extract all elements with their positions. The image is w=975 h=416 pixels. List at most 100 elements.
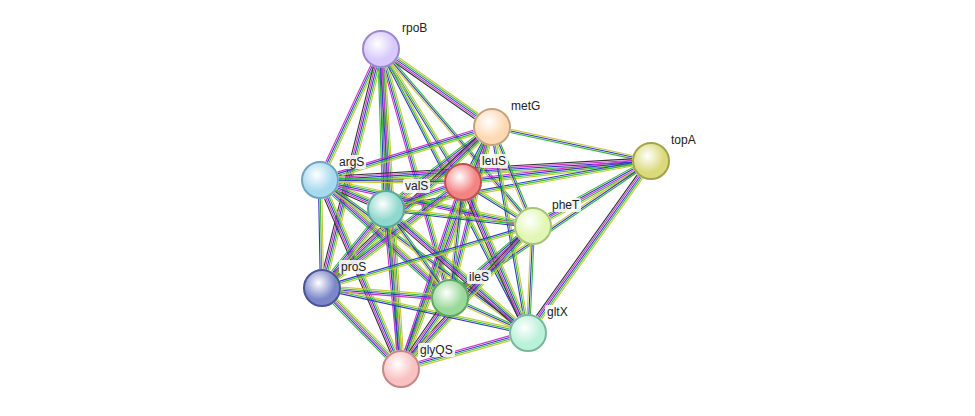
protein-node: argS — [301, 161, 339, 199]
evidence-line — [540, 177, 641, 318]
protein-circle — [632, 142, 670, 180]
protein-node: glyQS — [382, 350, 420, 388]
protein-label: proS — [339, 260, 368, 274]
evidence-line — [539, 176, 640, 317]
evidence-line — [478, 193, 516, 217]
protein-node: proS — [303, 269, 341, 307]
evidence-line — [335, 302, 387, 356]
protein-circle — [509, 314, 547, 352]
evidence-line — [338, 299, 390, 353]
interaction-edge — [548, 167, 636, 219]
interaction-edge — [467, 304, 512, 326]
evidence-line — [341, 233, 516, 284]
protein-label: metG — [509, 99, 542, 113]
interaction-edge — [333, 299, 390, 357]
evidence-line — [467, 306, 510, 325]
evidence-line — [405, 211, 514, 224]
evidence-line — [465, 170, 635, 286]
protein-node: metG — [473, 108, 511, 146]
protein-label: gltX — [545, 305, 570, 319]
evidence-line — [480, 191, 518, 215]
evidence-line — [511, 131, 633, 157]
evidence-line — [542, 178, 643, 319]
interaction-edge — [478, 191, 518, 217]
protein-label: valS — [403, 179, 430, 193]
interaction-edge — [465, 170, 636, 288]
evidence-line — [390, 228, 401, 350]
interaction-edge — [419, 336, 511, 366]
protein-label: glyQS — [418, 343, 455, 357]
evidence-line — [333, 304, 385, 358]
evidence-line — [336, 226, 376, 275]
protein-circle — [303, 269, 341, 307]
evidence-line — [387, 228, 398, 350]
evidence-line — [527, 245, 530, 314]
protein-label: pheT — [550, 198, 581, 212]
interaction-edge — [331, 222, 376, 276]
protein-circle — [301, 161, 339, 199]
evidence-line — [405, 210, 514, 223]
protein-label: rpoB — [400, 21, 429, 35]
evidence-line — [334, 303, 386, 357]
protein-label: ileS — [467, 270, 491, 284]
protein-circle — [473, 108, 511, 146]
protein-node: valS — [367, 190, 405, 228]
evidence-line — [319, 199, 320, 269]
protein-node: rpoB — [362, 30, 400, 68]
protein-label: argS — [337, 155, 366, 169]
evidence-line — [320, 199, 321, 269]
interaction-edge — [510, 129, 633, 158]
evidence-line — [341, 292, 510, 329]
evidence-line — [336, 300, 388, 354]
evidence-line — [550, 170, 635, 217]
protein-node: pheT — [514, 207, 552, 245]
evidence-line — [479, 192, 517, 216]
evidence-line — [466, 172, 636, 288]
evidence-line — [397, 60, 477, 116]
protein-node: leuS — [444, 163, 482, 201]
interaction-edge — [340, 230, 515, 284]
evidence-line — [327, 66, 372, 163]
evidence-line — [334, 224, 374, 273]
protein-node: topA — [632, 142, 670, 180]
evidence-line — [467, 173, 637, 289]
evidence-line — [388, 67, 518, 317]
evidence-line — [389, 228, 400, 350]
interaction-edge — [468, 198, 524, 317]
evidence-line — [463, 237, 517, 284]
evidence-line — [468, 304, 511, 323]
evidence-line — [326, 65, 371, 162]
protein-label: leuS — [480, 154, 508, 168]
protein-node: ileS — [431, 279, 469, 317]
interaction-edge — [536, 175, 642, 320]
evidence-line — [413, 239, 519, 354]
evidence-line — [511, 129, 633, 155]
protein-circle — [431, 279, 469, 317]
protein-node: gltX — [509, 314, 547, 352]
evidence-line — [510, 133, 632, 159]
evidence-line — [536, 175, 637, 316]
interaction-edge — [527, 245, 533, 314]
evidence-line — [462, 236, 516, 283]
evidence-line — [405, 213, 514, 226]
interaction-edge — [385, 228, 401, 351]
protein-circle — [367, 190, 405, 228]
protein-circle — [382, 350, 420, 388]
evidence-line — [390, 66, 520, 316]
interaction-edge — [340, 290, 510, 330]
interaction-edge — [405, 210, 515, 226]
interaction-edge — [319, 199, 323, 269]
evidence-line — [538, 176, 639, 317]
interaction-edge — [388, 65, 520, 317]
evidence-line — [471, 199, 521, 315]
evidence-line — [322, 199, 323, 269]
evidence-line — [340, 294, 509, 331]
protein-circle — [444, 163, 482, 201]
evidence-line — [335, 225, 375, 274]
evidence-line — [385, 228, 396, 350]
evidence-line — [419, 336, 509, 362]
protein-circle — [362, 30, 400, 68]
protein-label: topA — [669, 133, 698, 147]
